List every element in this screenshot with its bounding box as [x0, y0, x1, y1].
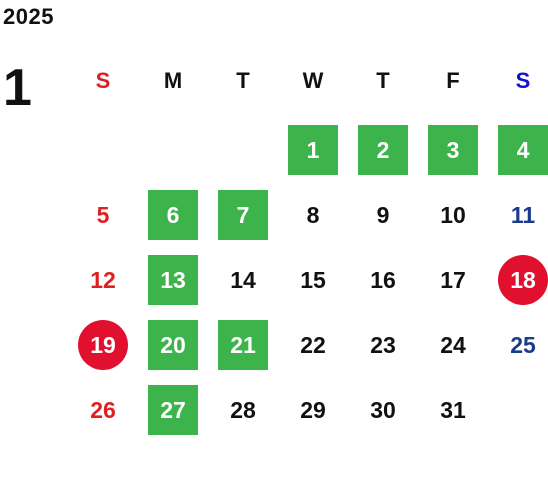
day-cell-15: 15 — [300, 266, 326, 293]
day-cell-5: 5 — [96, 201, 110, 228]
day-cell-23: 23 — [370, 331, 396, 358]
day-cell-7: 7 — [218, 190, 268, 240]
day-cell-13: 13 — [148, 255, 198, 305]
day-cell-22: 22 — [300, 331, 326, 358]
day-cell-10: 10 — [440, 201, 466, 228]
day-cell-20: 20 — [148, 320, 198, 370]
day-cell-4: 4 — [498, 125, 548, 175]
day-cell-31: 31 — [440, 396, 466, 423]
day-cell-3: 3 — [428, 125, 478, 175]
day-cell-17: 17 — [440, 266, 466, 293]
day-cell-1: 1 — [288, 125, 338, 175]
weekday-header-sat: S — [515, 68, 531, 93]
month-number: 1 — [3, 59, 32, 117]
day-cell-12: 12 — [90, 266, 116, 293]
day-cell-25: 25 — [510, 331, 536, 358]
day-cell-11: 11 — [510, 201, 536, 228]
day-cell-28: 28 — [230, 396, 256, 423]
weekday-header-tue: T — [236, 68, 250, 93]
day-cell-21: 21 — [218, 320, 268, 370]
weekday-header-wed: W — [302, 68, 324, 93]
weekday-header-mon: M — [163, 68, 183, 93]
day-cell-8: 8 — [306, 201, 320, 228]
day-cell-6: 6 — [148, 190, 198, 240]
weekday-header-fri: F — [446, 68, 460, 93]
weekday-header-thu: T — [376, 68, 390, 93]
day-cell-18: 18 — [498, 255, 548, 305]
day-cell-14: 14 — [230, 266, 256, 293]
day-cell-9: 9 — [376, 201, 390, 228]
weekday-header-sun: S — [95, 68, 111, 93]
day-cell-24: 24 — [440, 331, 466, 358]
day-cell-2: 2 — [358, 125, 408, 175]
day-cell-26: 26 — [90, 396, 116, 423]
day-cell-30: 30 — [370, 396, 396, 423]
day-cell-29: 29 — [300, 396, 326, 423]
day-cell-19: 19 — [78, 320, 128, 370]
day-cell-27: 27 — [148, 385, 198, 435]
year-label: 2025 — [3, 4, 54, 29]
day-cell-16: 16 — [370, 266, 396, 293]
